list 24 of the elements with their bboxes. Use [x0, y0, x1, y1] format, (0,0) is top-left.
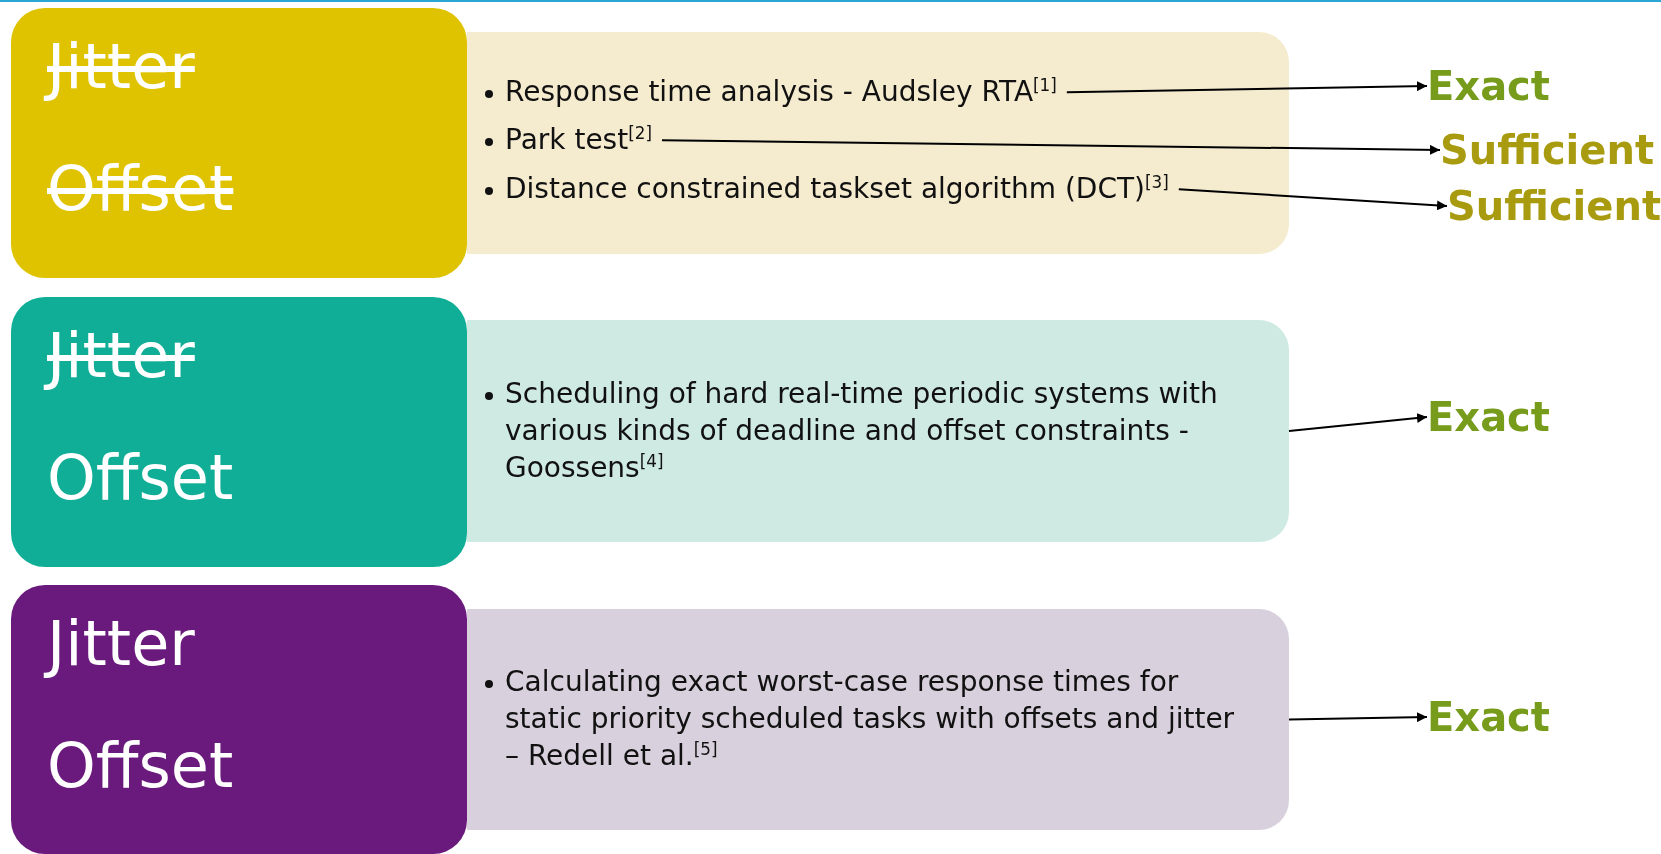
method-panel [467, 609, 1289, 830]
arrow [1288, 413, 1428, 432]
category-box [11, 585, 467, 854]
arrow [1177, 188, 1448, 211]
result-label: Exact [1427, 393, 1550, 441]
result-label: Exact [1427, 62, 1550, 110]
category-box [11, 8, 467, 278]
result-label: Exact [1427, 693, 1550, 741]
category-label: Offset [47, 158, 234, 220]
result-label: Sufficient [1447, 182, 1661, 230]
method-item: Distance constrained taskset algorithm (DCT)$^{[3]}$ [505, 171, 1169, 208]
arrow [1288, 712, 1428, 723]
method-panel [467, 32, 1289, 254]
category-label: Offset [47, 447, 234, 509]
arrow [1065, 81, 1428, 94]
result-label: Sufficient [1440, 126, 1655, 174]
method-item: Park test$^{[2]}$ [505, 122, 652, 159]
category-box [11, 297, 467, 567]
method-item: Response time analysis - Audsley RTA$^{[1]}$ [505, 74, 1057, 111]
category-label: Offset [47, 735, 234, 797]
method-panel [467, 320, 1289, 542]
method-text: Scheduling of hard real-time periodic systems with various kinds of deadline and offset constraints - Goossens$^{[4]}$ [505, 376, 1219, 487]
arrow [660, 139, 1441, 155]
method-text: Calculating exact worst-case response times for static priority scheduled tasks with offsets and jitter – Redell et al.$^{[5]}$ [505, 664, 1236, 775]
